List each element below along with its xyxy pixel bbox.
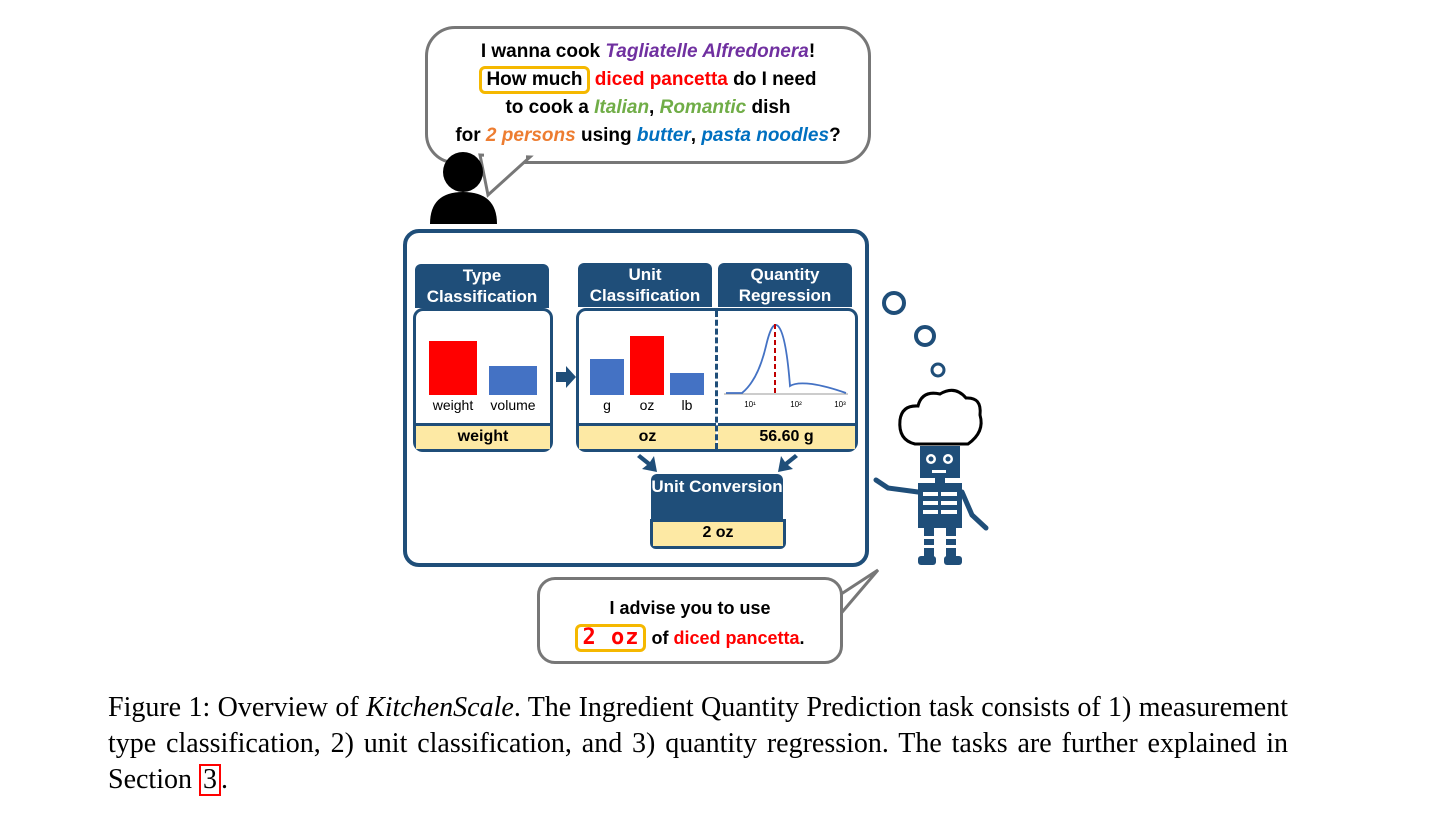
bot-answer-text: I advise you to use 2 oz of diced pancet… xyxy=(540,593,840,653)
ingredient-name: diced pancetta xyxy=(594,69,728,90)
thought-circle-medium xyxy=(914,325,936,347)
user-icon xyxy=(430,152,497,224)
user-query-text: I wanna cook Tagliatelle Alfredonera! Ho… xyxy=(455,41,841,146)
unit-classification-header: Unit Classification xyxy=(578,263,712,307)
mood-tag: Romantic xyxy=(659,97,747,118)
user-speech-bubble: I wanna cook Tagliatelle Alfredonera! Ho… xyxy=(425,26,871,164)
servings: 2 persons xyxy=(485,125,576,146)
cuisine-tag: Italian xyxy=(594,97,650,118)
type-classification-panel: weight weight volume xyxy=(413,308,553,452)
answer-ingredient: diced pancetta xyxy=(673,628,800,648)
type-classification-header: Type Classification xyxy=(415,264,549,308)
bar-oz xyxy=(630,336,664,395)
unit-quantity-panel: oz 56.60 g g oz lb xyxy=(576,308,858,452)
quantity-regression-curve xyxy=(724,324,848,395)
unit-prediction: oz xyxy=(579,423,716,449)
unit-conversion-panel: 2 oz xyxy=(650,519,786,549)
conversion-result: 2 oz xyxy=(653,522,783,546)
panel-divider xyxy=(715,311,718,449)
answer-quantity: 2 oz xyxy=(575,624,647,652)
bar-label-oz: oz xyxy=(639,397,655,413)
flow-arrow-unit-down xyxy=(637,454,657,472)
flow-arrow-right xyxy=(556,366,576,388)
bar-label-lb: lb xyxy=(681,397,693,413)
figure-caption: Figure 1: Overview of KitchenScale. The … xyxy=(108,692,1288,796)
quantity-regression-header: Quantity Regression xyxy=(718,263,852,307)
bar-volume xyxy=(489,366,537,395)
type-prediction: weight xyxy=(416,423,550,449)
quantity-prediction: 56.60 g xyxy=(718,423,855,449)
bar-label-g: g xyxy=(603,397,611,413)
caption-system-name: KitchenScale xyxy=(366,692,514,723)
robot-chef-icon xyxy=(873,388,989,565)
section-reference-link[interactable]: 3 xyxy=(199,764,221,796)
other-ingredient-1: butter xyxy=(636,125,691,146)
x-tick-label: 10³ xyxy=(834,400,846,409)
thought-circle-small xyxy=(930,362,946,378)
x-tick-label: 10¹ xyxy=(744,400,756,409)
bar-g xyxy=(590,359,624,395)
how-much-highlight: How much xyxy=(479,66,590,94)
bar-lb xyxy=(670,373,704,395)
flow-arrow-qty-down xyxy=(778,454,798,472)
bot-speech-bubble: I advise you to use 2 oz of diced pancet… xyxy=(537,577,843,664)
bar-label-volume: volume xyxy=(490,397,536,413)
x-tick-label: 10² xyxy=(790,400,802,409)
dish-name: Tagliatelle Alfredonera xyxy=(605,41,809,62)
prediction-framework xyxy=(403,229,869,567)
unit-conversion-header: Unit Conversion xyxy=(651,474,783,523)
other-ingredient-2: pasta noodles xyxy=(701,125,830,146)
bar-label-weight: weight xyxy=(432,397,474,413)
thought-circle-large xyxy=(882,291,906,315)
bar-weight xyxy=(429,341,477,395)
